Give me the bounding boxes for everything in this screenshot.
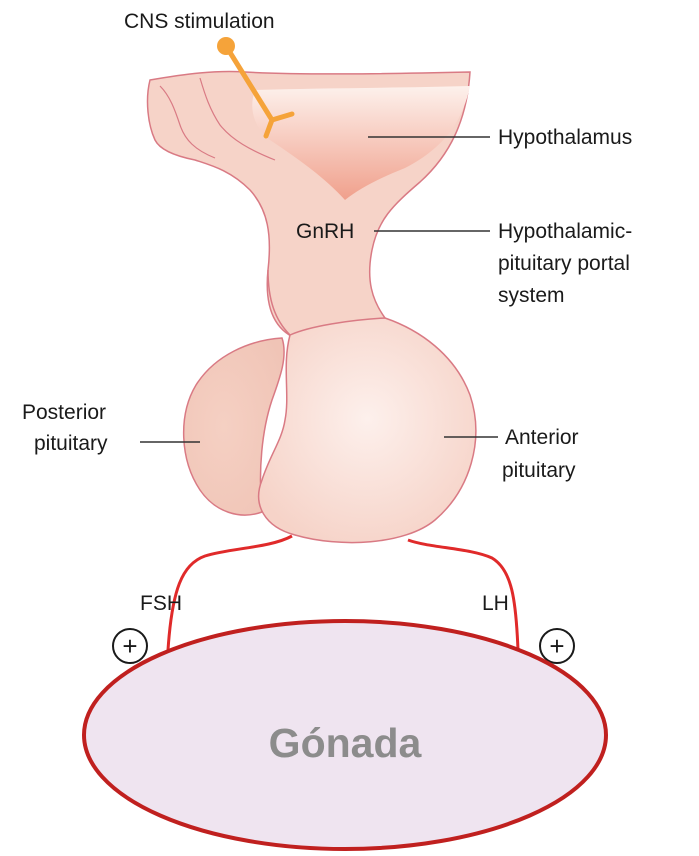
lh-label: LH [482, 592, 509, 615]
cns-stimulation-label: CNS stimulation [124, 10, 275, 33]
posterior-pituitary-label-line1: Posterior [22, 401, 106, 424]
hypothalamus-label: Hypothalamus [498, 126, 632, 149]
gonad-label: Gónada [269, 720, 423, 766]
gnrh-label: GnRH [296, 220, 354, 243]
plus-right-symbol: + [549, 631, 564, 661]
anterior-pituitary-lobe [259, 318, 476, 543]
plus-left-symbol: + [122, 631, 137, 661]
plus-stimulation-left: + [113, 629, 147, 663]
posterior-pituitary-label-line2: pituitary [34, 432, 108, 455]
anterior-pituitary-label-line2: pituitary [502, 459, 576, 482]
portal-system-label-line1: Hypothalamic- [498, 220, 632, 243]
anterior-pituitary-label-line1: Anterior [505, 426, 579, 449]
portal-system-label-line2: pituitary portal [498, 252, 630, 275]
plus-stimulation-right: + [540, 629, 574, 663]
portal-system-label-line3: system [498, 284, 565, 307]
fsh-label: FSH [140, 592, 182, 615]
